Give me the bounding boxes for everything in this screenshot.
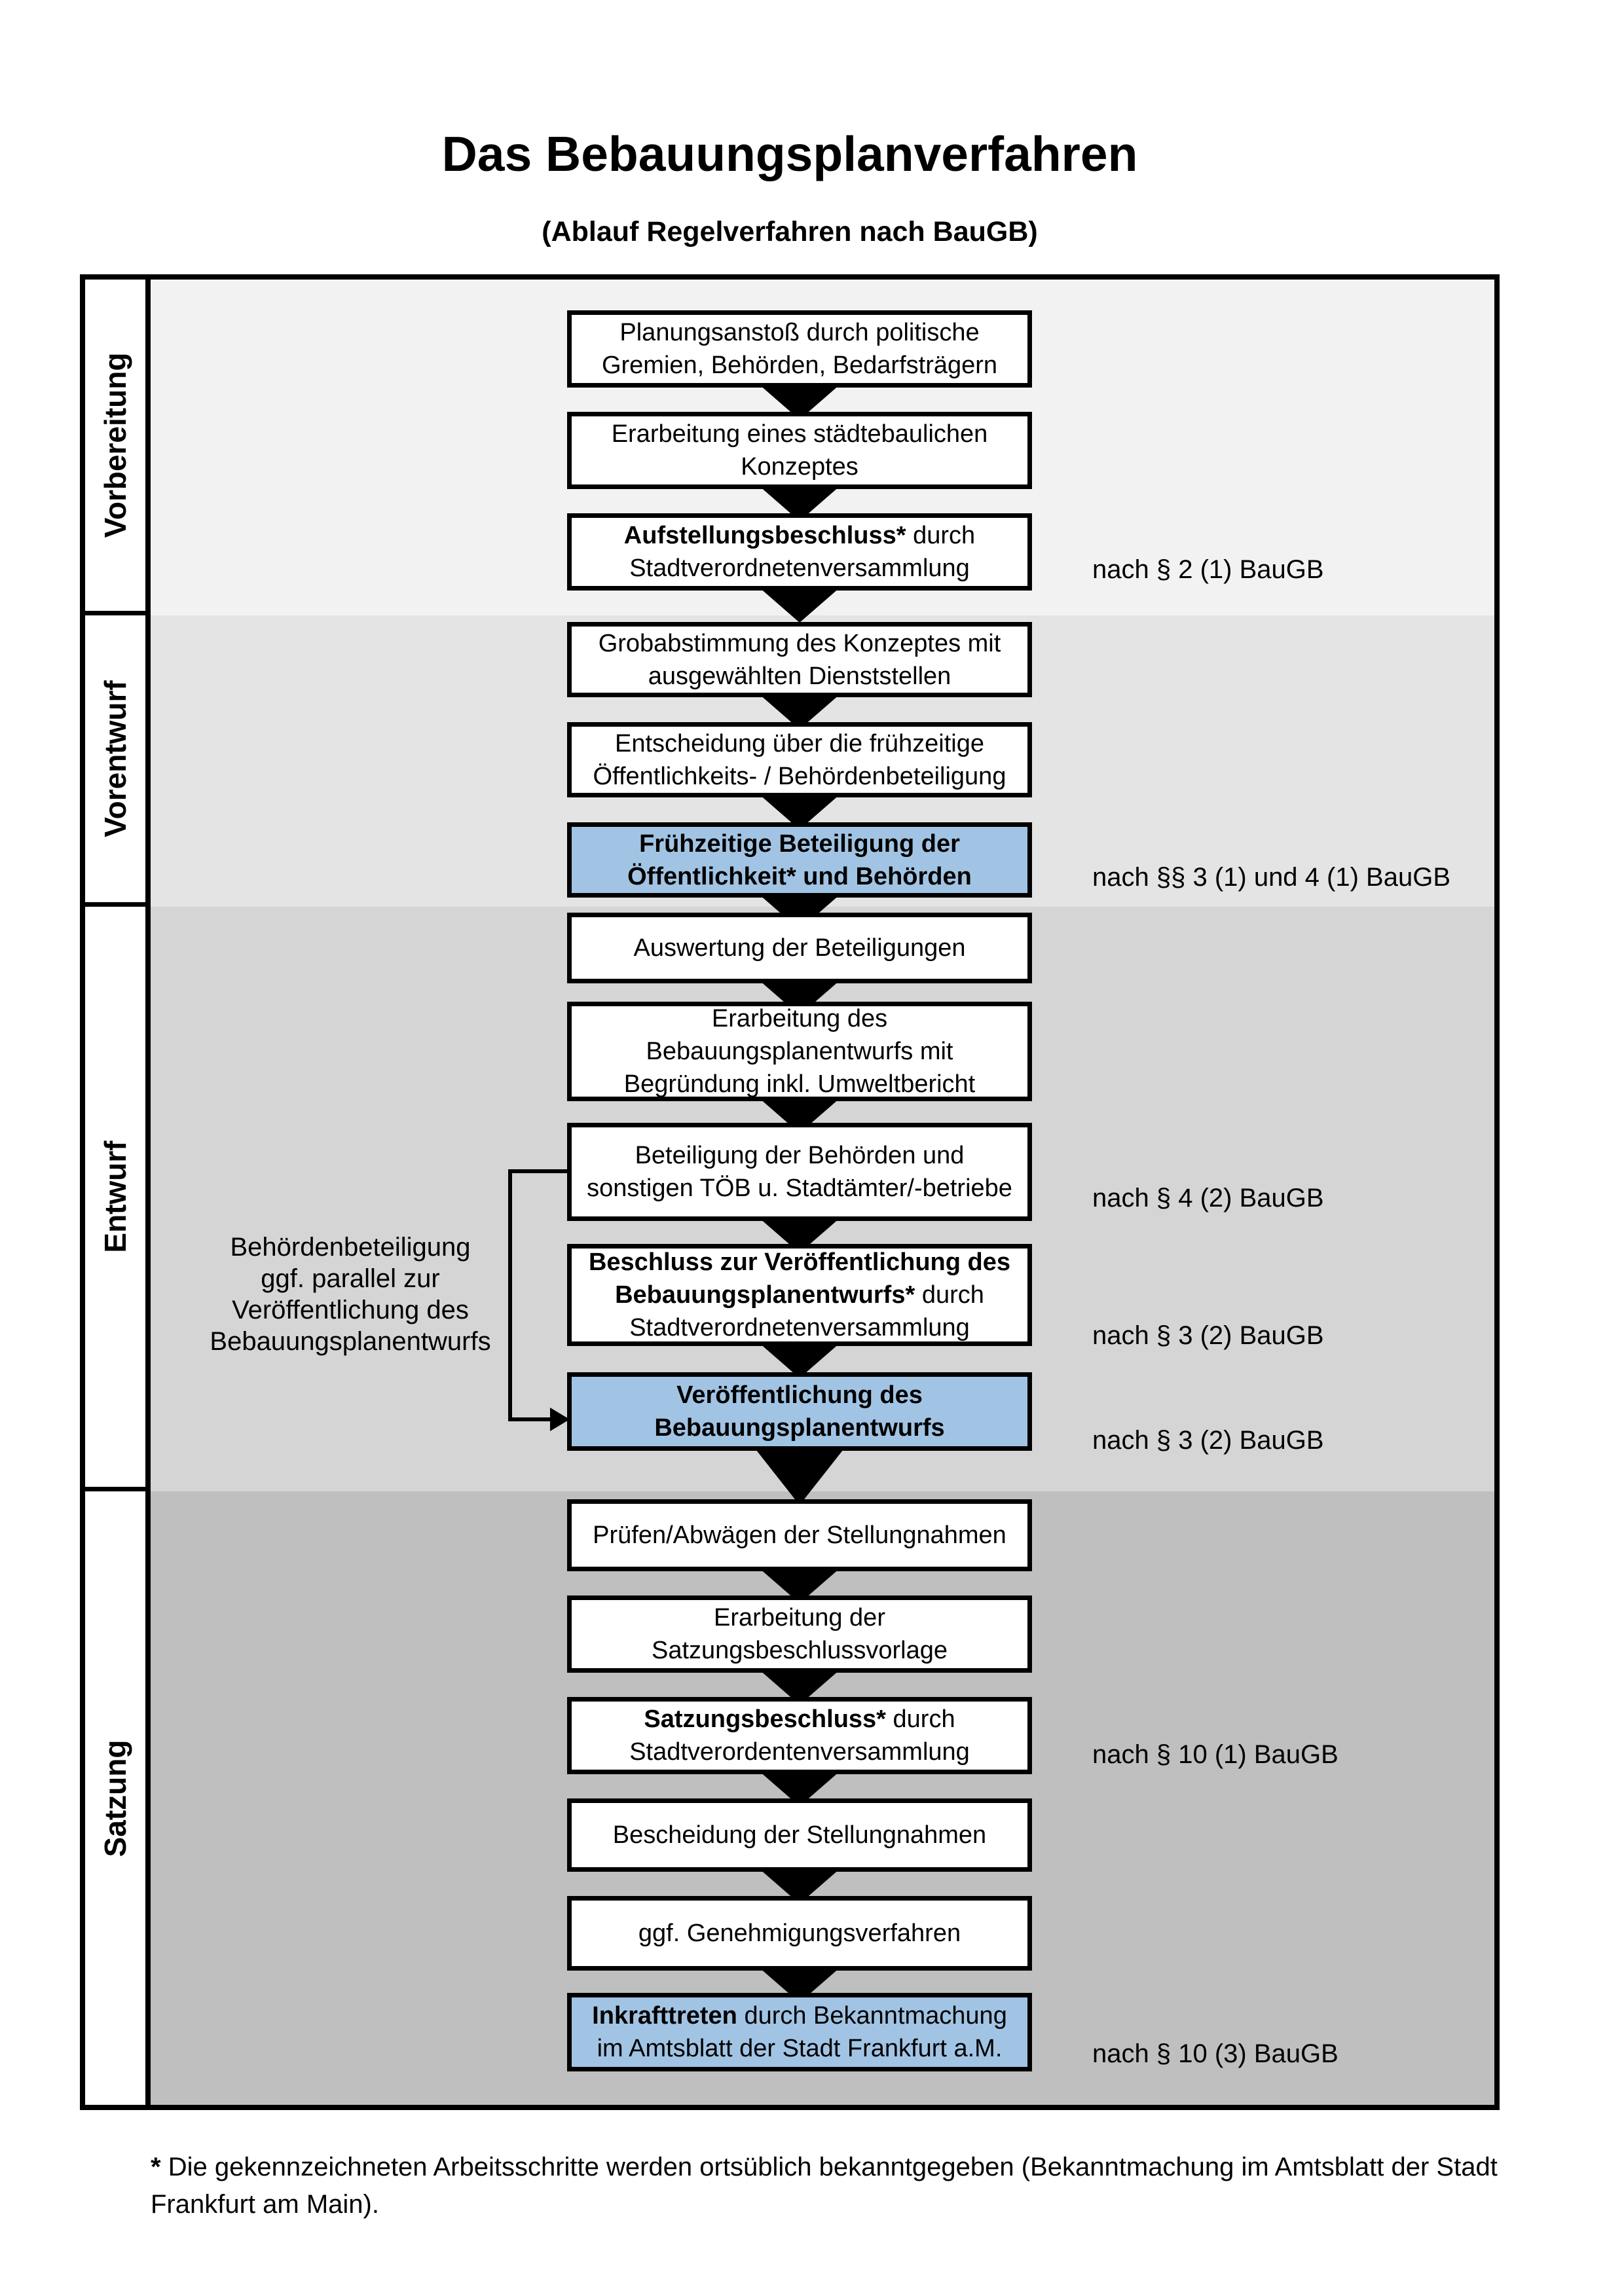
phase-label-text: Vorbereitung [98, 352, 132, 538]
flow-box-text-line: ausgewählten Dienststellen [648, 662, 951, 690]
law-ref-aufstellungsbeschluss: nach § 2 (1) BauGB [1092, 555, 1324, 584]
page-subtitle: (Ablauf Regelverfahren nach BauGB) [542, 216, 1038, 247]
flow-box-text-line: Inkrafttreten durch Bekanntmachung [592, 2002, 1007, 2030]
flow-box-text-line: Beteiligung der Behörden und [635, 1142, 965, 1169]
phase-label-entwurf: Entwurf [85, 907, 145, 1491]
flow-box-text-line: Entscheidung über die frühzeitige [614, 729, 985, 757]
flow-box-text-line: Satzungsbeschluss* durch [644, 1705, 955, 1733]
side-note-line: Behördenbeteiligung [230, 1233, 471, 1262]
phase-label-satzung: Satzung [85, 1491, 145, 2105]
flow-box-text-line: Stadtverordentenversammlung [629, 1738, 970, 1766]
flow-box-text-line: sonstigen TÖB u. Stadtämter/-betriebe [587, 1175, 1012, 1202]
flow-box-text-line: Erarbeitung der [714, 1604, 885, 1631]
bracket-top-segment [508, 1169, 567, 1173]
phase-label-text: Vorentwurf [98, 680, 132, 837]
footnote-text-line1: Die gekennzeichneten Arbeitsschritte wer… [168, 2153, 1498, 2181]
flow-box-text-line: Bebauungsplanentwurfs mit [646, 1038, 953, 1065]
law-ref-fruehzeitige-beteiligung: nach §§ 3 (1) und 4 (1) BauGB [1092, 863, 1450, 892]
flow-box-text-line: Veröffentlichung des [676, 1381, 923, 1409]
phase-label-column: Vorbereitung Vorentwurf Entwurf Satzung [85, 280, 151, 2105]
side-note-line: ggf. parallel zur [261, 1264, 440, 1293]
flow-box-text-line: Bescheidung der Stellungnahmen [612, 1821, 987, 1849]
bracket-arrowhead-icon [550, 1408, 570, 1431]
flow-box-grobabstimmung: Grobabstimmung des Konzeptes mit ausgewäh… [567, 622, 1032, 697]
flow-box-text-line: Prüfen/Abwägen der Stellungnahmen [593, 1522, 1006, 1549]
flow-box-text-line: Planungsanstoß durch politische [619, 319, 980, 346]
phase-label-text: Satzung [98, 1740, 132, 1857]
bracket-vertical-segment [508, 1169, 512, 1421]
law-ref-satzungsbeschluss: nach § 10 (1) BauGB [1092, 1740, 1338, 1769]
flow-box-text-line: im Amtsblatt der Stadt Frankfurt a.M. [597, 2035, 1003, 2062]
flow-box-text-line: Satzungsbeschlussvorlage [651, 1637, 948, 1664]
law-ref-veroeffentlichung-entwurf: nach § 3 (2) BauGB [1092, 1426, 1324, 1455]
flow-box-text-line: Aufstellungsbeschluss* durch [623, 522, 976, 549]
flow-box-text-line: Bebauungsplanentwurfs [654, 1414, 945, 1442]
flow-box-text-line: Öffentlichkeit* und Behörden [627, 862, 972, 890]
flow-box-text-line: Auswertung der Beteiligungen [633, 934, 966, 962]
flow-box-text-line: Öffentlichkeits- / Behördenbeteiligung [593, 762, 1006, 790]
flow-box-text-line: Grobabstimmung des Konzeptes mit [598, 629, 1001, 657]
page-title: Das Bebauungsplanverfahren [441, 126, 1138, 181]
phase-label-vorentwurf: Vorentwurf [85, 615, 145, 907]
side-note-behoerdenbeteiligung: Behördenbeteiligung ggf. parallel zur Ve… [183, 1231, 517, 1357]
flow-box-text-line: Begründung inkl. Umweltbericht [623, 1070, 976, 1098]
side-note-line: Veröffentlichung des [232, 1296, 469, 1324]
flow-box-beteiligung-behoerden: Beteiligung der Behörden und sonstigen TÖ… [567, 1123, 1032, 1221]
flow-box-auswertung: Auswertung der Beteiligungen [567, 913, 1032, 983]
flow-box-text-line: Beschluss zur Veröffentlichung des [588, 1248, 1011, 1276]
phase-label-vorbereitung: Vorbereitung [85, 280, 145, 615]
flow-box-bescheidung: Bescheidung der Stellungnahmen [567, 1798, 1032, 1872]
footnote: * Die gekennzeichneten Arbeitsschritte w… [151, 2149, 1506, 2223]
flow-box-text-line: Konzeptes [741, 453, 858, 481]
flow-box-text-line: Erarbeitung eines städtebaulichen [611, 420, 988, 448]
law-ref-inkrafttreten: nach § 10 (3) BauGB [1092, 2039, 1338, 2068]
side-note-line: Bebauungsplanentwurfs [210, 1327, 491, 1356]
flow-box-pruefen-abwaegen: Prüfen/Abwägen der Stellungnahmen [567, 1499, 1032, 1571]
law-ref-beschluss-veroeffentlichung: nach § 3 (2) BauGB [1092, 1321, 1324, 1350]
flow-box-text-line: Frühzeitige Beteiligung der [639, 829, 960, 858]
bracket-bottom-segment [512, 1417, 551, 1421]
flow-box-text-line: Gremien, Behörden, Bedarfsträgern [601, 352, 998, 379]
law-ref-beteiligung-behoerden: nach § 4 (2) BauGB [1092, 1184, 1324, 1212]
footnote-text-line2: Frankfurt am Main). [151, 2190, 379, 2219]
flow-box-text-line: Stadtverordnetenversammlung [629, 555, 970, 582]
footnote-marker: * [151, 2153, 161, 2181]
flow-box-text-line: Erarbeitung des [711, 1005, 888, 1032]
flow-box-text-line: ggf. Genehmigungsverfahren [638, 1920, 961, 1947]
flow-box-text-line: Bebauungsplanentwurfs* durch [615, 1281, 984, 1309]
flow-box-text-line: Stadtverordnetenversammlung [629, 1314, 970, 1341]
phase-label-text: Entwurf [98, 1140, 132, 1253]
flow-box-genehmigungsverfahren: ggf. Genehmigungsverfahren [567, 1896, 1032, 1971]
flow-box-inkrafttreten: Inkrafttreten durch Bekanntmachung im Amt… [567, 1993, 1032, 2071]
